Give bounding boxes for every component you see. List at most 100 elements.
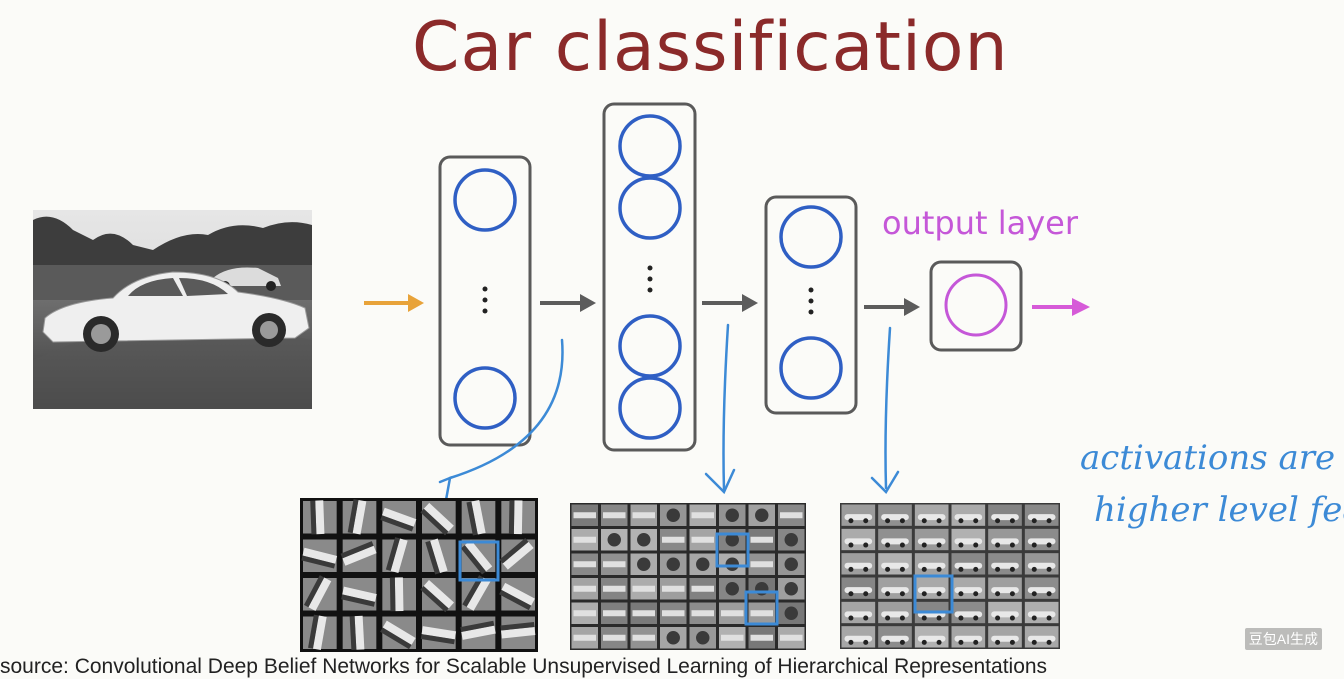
part-thumbnail: [778, 627, 805, 649]
part-thumbnail: [719, 504, 746, 526]
handwritten-note-line1: activations are: [1080, 438, 1336, 478]
car-thumbnail: [841, 577, 876, 599]
filter-thumbnail: [303, 614, 337, 651]
neuron: [618, 114, 682, 178]
filter-thumbnail: [303, 500, 337, 535]
car-thumbnail: [841, 601, 876, 624]
part-thumbnail: [660, 578, 687, 600]
part-thumbnail: [571, 504, 598, 526]
arrow-2-3: [702, 294, 758, 312]
neuron: [779, 336, 843, 400]
filter-thumbnail: [499, 538, 535, 572]
car-thumbnail: [914, 553, 949, 575]
part-thumbnail: [630, 553, 657, 575]
car-thumbnail: [988, 626, 1022, 648]
part-thumbnail: [601, 602, 628, 624]
filter-thumbnail: [382, 577, 416, 612]
part-thumbnail: [748, 504, 775, 526]
part-thumbnail: [719, 529, 746, 551]
neuron: [453, 168, 517, 232]
filter-thumbnail: [422, 538, 456, 575]
car-thumbnail: [878, 577, 912, 599]
car-thumbnail: [841, 626, 876, 648]
filter-thumbnail: [382, 537, 416, 574]
part-thumbnail: [778, 578, 805, 600]
part-thumbnail: [660, 504, 687, 526]
hidden-layer-2: [602, 102, 697, 452]
part-thumbnail: [660, 553, 687, 575]
feature-grid-edges: [300, 498, 538, 652]
car-thumbnail: [988, 528, 1022, 551]
part-thumbnail: [630, 529, 657, 551]
hidden-layer-1: [438, 155, 532, 447]
feature-grid-parts: [570, 503, 806, 650]
part-thumbnail: [630, 578, 657, 600]
car-thumbnail: [1024, 553, 1059, 575]
part-thumbnail: [689, 553, 716, 575]
car-thumbnail: [951, 553, 986, 575]
car-thumbnail: [914, 528, 949, 551]
part-thumbnail: [601, 529, 628, 551]
part-thumbnail: [571, 578, 598, 600]
neuron: [453, 366, 517, 430]
part-thumbnail: [778, 504, 805, 526]
part-thumbnail: [630, 627, 657, 649]
input-arrow: [364, 294, 424, 312]
part-thumbnail: [719, 602, 746, 624]
part-thumbnail: [748, 627, 775, 649]
output-arrow: [1032, 298, 1090, 316]
part-thumbnail: [748, 578, 775, 600]
filter-thumbnail: [342, 499, 377, 535]
neuron: [618, 376, 682, 440]
car-thumbnail: [1024, 626, 1059, 648]
car-thumbnail: [914, 577, 949, 599]
car-thumbnail: [878, 601, 912, 624]
part-thumbnail: [748, 553, 775, 575]
neuron: [618, 314, 682, 378]
filter-thumbnail: [303, 575, 337, 611]
filter-thumbnail: [420, 501, 456, 536]
output-layer-label: output layer: [882, 204, 1078, 242]
part-thumbnail: [571, 553, 598, 575]
car-thumbnail: [878, 553, 912, 575]
car-thumbnail: [988, 553, 1022, 575]
filter-thumbnail: [461, 575, 496, 611]
filter-thumbnail: [380, 501, 417, 534]
part-thumbnail: [689, 529, 716, 551]
part-thumbnail: [601, 627, 628, 649]
part-thumbnail: [630, 602, 657, 624]
part-thumbnail: [571, 627, 598, 649]
car-thumbnail: [951, 528, 986, 551]
car-thumbnail: [878, 626, 912, 648]
filter-thumbnail: [340, 539, 377, 572]
car-thumbnail: [1024, 504, 1059, 526]
part-thumbnail: [571, 529, 598, 551]
part-thumbnail: [778, 602, 805, 624]
part-thumbnail: [660, 627, 687, 649]
car-thumbnail: [988, 577, 1022, 599]
part-thumbnail: [778, 553, 805, 575]
car-thumbnail: [988, 504, 1022, 526]
filter-thumbnail: [460, 539, 496, 575]
source-citation: source: Convolutional Deep Belief Networ…: [0, 655, 1048, 678]
filter-thumbnail: [420, 578, 456, 613]
car-thumbnail: [1024, 528, 1059, 551]
car-thumbnail: [914, 504, 949, 526]
car-thumbnail: [988, 601, 1022, 624]
part-thumbnail: [719, 553, 746, 575]
part-thumbnail: [630, 504, 657, 526]
filter-thumbnail: [341, 578, 377, 611]
filter-thumbnail: [461, 499, 496, 536]
slide-title: Car classification: [412, 8, 1009, 87]
part-thumbnail: [689, 602, 716, 624]
output-neuron: [944, 273, 1008, 337]
neuron: [618, 176, 682, 240]
filter-thumbnail: [460, 616, 496, 649]
arrow-1-2: [540, 294, 596, 312]
arrow-3-out: [864, 298, 920, 316]
neuron: [779, 205, 843, 269]
ellipsis-icon: [808, 287, 814, 315]
part-thumbnail: [689, 504, 716, 526]
part-thumbnail: [748, 602, 775, 624]
filter-thumbnail: [380, 616, 416, 650]
